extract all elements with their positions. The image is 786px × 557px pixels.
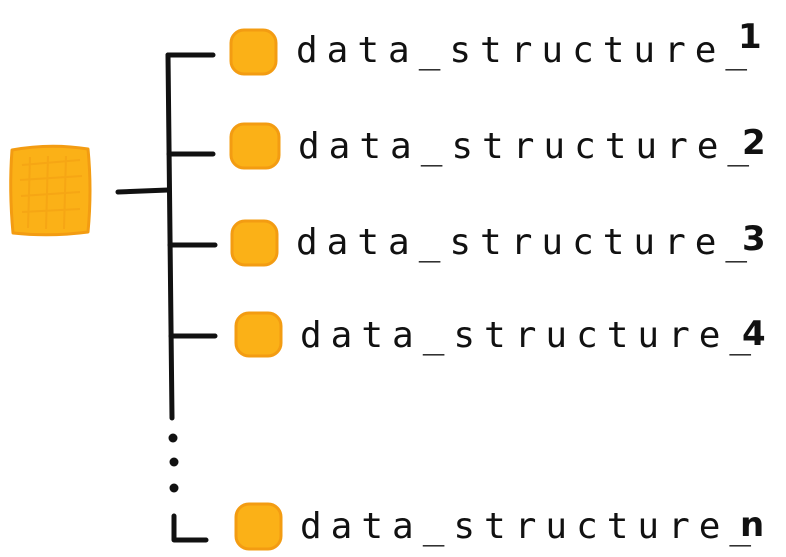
list-item: data_structure_ 2 [229, 122, 766, 170]
list-item: data_structure_ 4 [234, 311, 766, 358]
item-node-square [234, 311, 283, 358]
tree-connectors [115, 52, 218, 543]
branch-line-n [171, 513, 209, 543]
ellipsis-dot [168, 433, 178, 443]
item-index: 3 [742, 219, 766, 259]
root-connector-line [115, 187, 171, 195]
list-item: data_structure_ 1 [229, 17, 762, 76]
item-node-square [234, 502, 283, 551]
item-label: data_structure_ [296, 30, 756, 71]
item-label: data_structure_ [298, 126, 758, 167]
vertical-ellipsis [168, 433, 179, 493]
item-index: 4 [742, 314, 766, 354]
root-node [9, 144, 92, 237]
item-index: n [740, 505, 764, 545]
vertical-trunk-line [165, 52, 175, 421]
item-node-square [230, 219, 279, 267]
ellipsis-dot [169, 457, 179, 467]
item-index: 1 [738, 17, 762, 57]
item-label: data_structure_ [300, 315, 760, 356]
item-label: data_structure_ [296, 222, 756, 263]
ellipsis-dot [169, 483, 179, 493]
item-node-square [229, 28, 278, 76]
item-label: data_structure_ [300, 506, 760, 547]
item-node-square [229, 122, 281, 170]
item-index: 2 [742, 123, 766, 163]
list-item: data_structure_ n [234, 502, 764, 551]
root-node-hatching [19, 155, 83, 230]
list-item: data_structure_ 3 [230, 219, 766, 267]
